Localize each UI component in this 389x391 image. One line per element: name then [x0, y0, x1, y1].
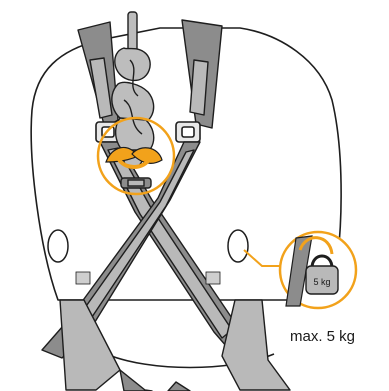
padlock-weight-icon — [280, 232, 356, 308]
weight-tag-label: 5 kg — [313, 277, 330, 287]
sternal-bar-icon — [121, 178, 151, 188]
max-load-caption: max. 5 kg — [290, 328, 355, 345]
